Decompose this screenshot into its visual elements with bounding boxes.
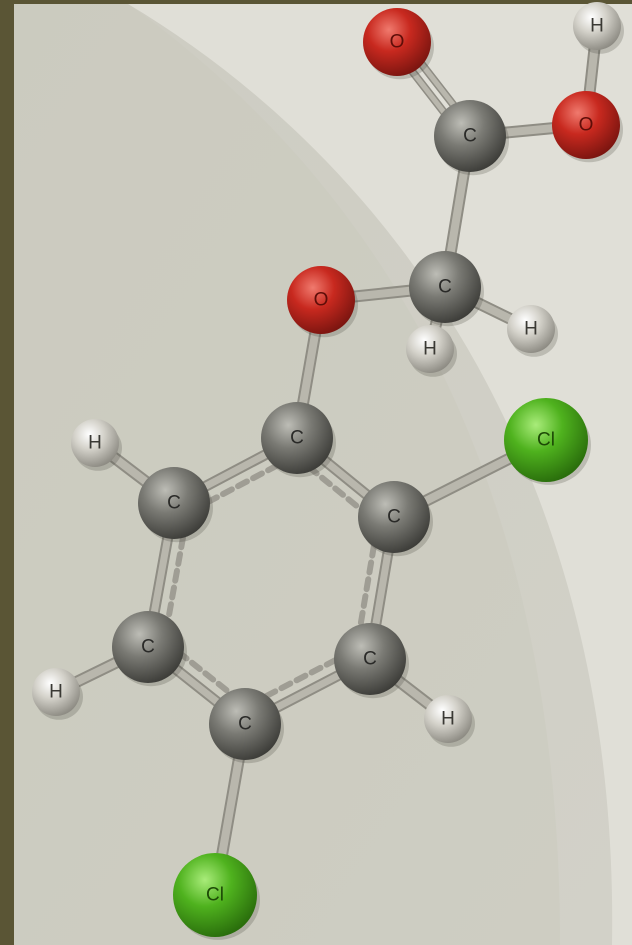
background-arc-inner	[14, 4, 560, 945]
carbon-sphere	[209, 688, 281, 760]
bond-aromatic-dash	[305, 464, 367, 515]
atom-c8: C	[209, 688, 284, 764]
atom-o1: O	[363, 8, 434, 80]
carbon-sphere	[334, 623, 406, 695]
chlorine-sphere	[173, 853, 257, 937]
carbon-sphere	[138, 467, 210, 539]
atom-label: O	[390, 32, 405, 53]
carbon-sphere	[434, 100, 506, 172]
hydrogen-sphere	[573, 2, 621, 50]
carbon-sphere	[409, 251, 481, 323]
hydrogen-sphere	[32, 668, 80, 716]
atom-cl2: Cl	[173, 853, 260, 940]
atom-label: H	[524, 319, 538, 340]
atom-h3: H	[507, 305, 558, 357]
atom-label: C	[387, 507, 401, 528]
hydrogen-sphere	[507, 305, 555, 353]
atom-label: H	[88, 433, 102, 454]
carbon-sphere	[112, 611, 184, 683]
atom-c1: C	[434, 100, 509, 176]
bond-aromatic-dash	[175, 649, 236, 699]
oxygen-sphere	[287, 266, 355, 334]
bond-aromatic-dash	[262, 656, 339, 700]
atom-h4: H	[71, 419, 122, 471]
carbon-sphere	[261, 402, 333, 474]
atom-label: Cl	[206, 885, 224, 906]
atom-label: O	[579, 115, 594, 136]
atom-c3: C	[261, 402, 336, 478]
atom-h6: H	[424, 695, 475, 747]
hydrogen-sphere	[71, 419, 119, 467]
atom-label: C	[167, 493, 181, 514]
atom-c7: C	[334, 623, 409, 699]
oxygen-sphere	[363, 8, 431, 76]
atom-h1: H	[573, 2, 624, 54]
atom-label: C	[438, 277, 452, 298]
atom-label: C	[363, 649, 377, 670]
atom-label: C	[463, 126, 477, 147]
atom-label: C	[290, 428, 304, 449]
atom-c2: C	[409, 251, 484, 327]
atom-c4: C	[138, 467, 213, 543]
atom-cl1: Cl	[504, 398, 591, 485]
oxygen-sphere	[552, 91, 620, 159]
atom-label: C	[141, 637, 155, 658]
carbon-sphere	[358, 481, 430, 553]
atom-label: O	[314, 290, 329, 311]
atom-c6: C	[112, 611, 187, 687]
atom-o2: O	[552, 91, 623, 163]
atom-h2: H	[406, 325, 457, 377]
atom-label: H	[423, 339, 437, 360]
atom-h5: H	[32, 668, 83, 720]
hydrogen-sphere	[406, 325, 454, 373]
bond-aromatic-dash	[357, 542, 377, 629]
atom-label: C	[238, 714, 252, 735]
atom-o3: O	[287, 266, 358, 338]
atom-label: H	[441, 709, 455, 730]
atom-label: H	[590, 16, 604, 37]
chlorine-sphere	[504, 398, 588, 482]
bond-aromatic-dash	[205, 462, 280, 505]
atom-label: H	[49, 682, 63, 703]
atom-c5: C	[358, 481, 433, 557]
atom-label: Cl	[537, 430, 555, 451]
hydrogen-sphere	[424, 695, 472, 743]
bond-aromatic-dash	[165, 534, 187, 621]
